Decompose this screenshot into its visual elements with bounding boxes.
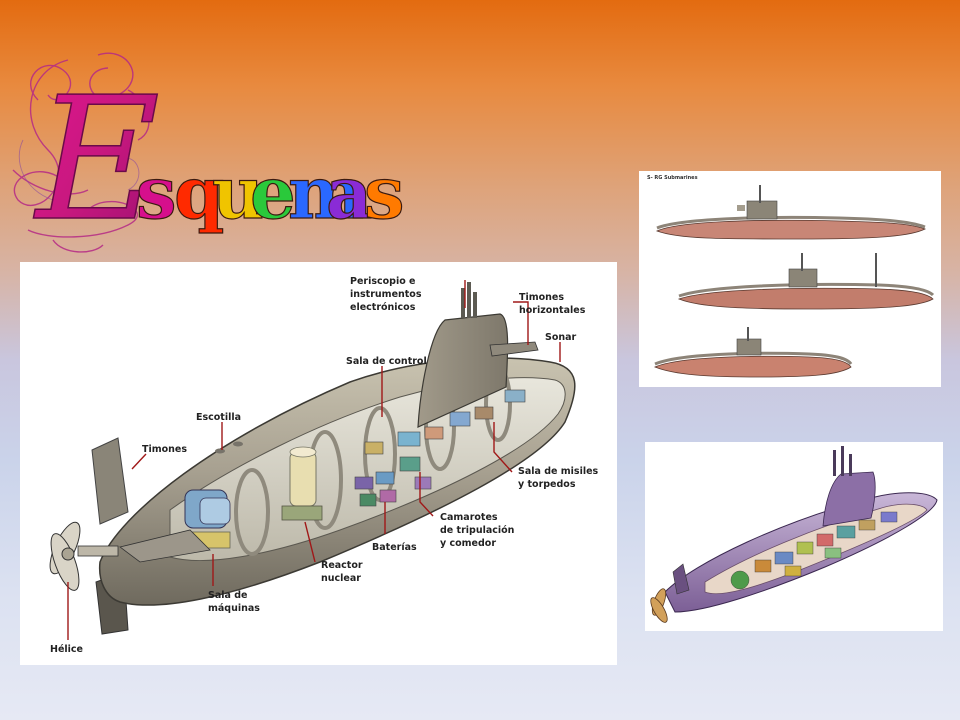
label-engine-room-2: máquinas (208, 603, 260, 614)
submarine-side-2-icon (677, 253, 935, 310)
label-hatch: Escotilla (196, 412, 241, 423)
main-submarine-diagram: Periscopio e instrumentos electrónicos T… (20, 262, 617, 665)
label-horizontal-rudders-1: Timones (519, 292, 564, 303)
label-control-room: Sala de control (346, 356, 427, 367)
label-batteries: Baterías (372, 542, 417, 553)
label-propeller: Hélice (50, 644, 83, 655)
propeller-icon (49, 521, 81, 591)
title-letter: e (250, 150, 296, 235)
modern-submarine-cutaway (645, 442, 943, 631)
label-periscope-1: Periscopio e (350, 276, 416, 287)
title-letter: s (364, 150, 405, 235)
title-letter: q (174, 150, 224, 235)
label-reactor-1: Reactor (321, 560, 363, 571)
title-letter: u (212, 150, 264, 235)
submarine-side-1-icon (655, 185, 927, 240)
label-reactor-2: nuclear (321, 573, 361, 584)
label-crew-1: Camarotes (440, 512, 498, 523)
label-missile-room-2: y torpedos (518, 479, 576, 490)
submarine-side-views: S- RG Submarines (639, 171, 941, 387)
title-initial-letter: E (33, 61, 160, 259)
label-periscope-3: electrónicos (350, 302, 416, 313)
title-letter: s (136, 150, 177, 235)
label-crew-3: y comedor (440, 538, 496, 549)
propeller-icon (650, 588, 668, 623)
side-view-illustration: S- RG Submarines (647, 175, 935, 378)
label-periscope-2: instrumentos (350, 289, 422, 300)
side-view-caption: S- RG Submarines (647, 175, 698, 181)
title-flourish-icon (12, 52, 150, 253)
label-rudders: Timones (142, 444, 187, 455)
label-horizontal-rudders-2: horizontales (519, 305, 586, 316)
submarine-side-3-icon (653, 327, 853, 378)
modern-cutaway-illustration (650, 446, 938, 623)
label-sonar: Sonar (545, 332, 577, 343)
title-letter: m (288, 150, 364, 235)
label-missile-room-1: Sala de misiles (518, 466, 599, 477)
title-letter: a (326, 150, 373, 235)
submarine-cutaway-illustration: Periscopio e instrumentos electrónicos T… (49, 276, 599, 655)
label-engine-room-1: Sala de (208, 590, 247, 601)
label-crew-2: de tripulación (440, 525, 515, 536)
